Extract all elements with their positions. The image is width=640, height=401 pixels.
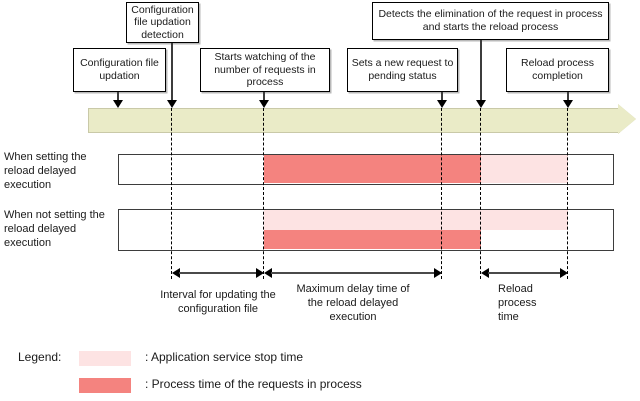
segment-stop-time-row2 — [263, 210, 568, 230]
segment-stop-time-row1 — [480, 155, 568, 184]
callout-label: Configuration file updation detection — [131, 3, 194, 41]
callout-starts-watching-requests: Starts watching of the number of request… — [200, 48, 330, 92]
timeline-band — [88, 108, 620, 133]
measure-line — [179, 272, 257, 274]
guide-line-reload-process-completion — [567, 103, 568, 279]
connector-arrowhead-sets-new-request-pending — [437, 100, 447, 108]
connector-stem-sets-new-request-pending — [441, 92, 443, 103]
legend-label-text: : Application service stop time — [145, 350, 304, 364]
callout-label: Starts watching of the number of request… — [214, 51, 316, 89]
callout-label: Detects the elimination of the request i… — [378, 8, 603, 33]
legend-label-text: : Process time of the requests in proces… — [145, 377, 362, 391]
callout-configuration-file-updation-detection: Configuration file updation detection — [126, 2, 199, 43]
row-label-text: When setting the reload delayed executio… — [4, 151, 87, 191]
measure-arrowhead-right — [560, 268, 568, 278]
callout-detects-elimination-starts-reload: Detects the elimination of the request i… — [372, 2, 609, 40]
connector-arrowhead-configuration-file-updation — [113, 100, 123, 108]
segment-process-time-row1 — [263, 155, 481, 184]
measure-arrowhead-left — [264, 268, 272, 278]
connector-stem-detects-elimination-starts-reload — [480, 40, 482, 103]
connector-stem-starts-watching-requests — [263, 92, 265, 103]
segment-process-time-row2 — [263, 229, 481, 250]
callout-label: Reload process completion — [521, 57, 594, 82]
connector-stem-configuration-file-updation-detection — [171, 43, 173, 103]
measure-arrowhead-left — [481, 268, 489, 278]
connector-stem-configuration-file-updation — [117, 92, 119, 103]
measure-arrowhead-right — [256, 268, 264, 278]
legend-label-application-service-stop-time: : Application service stop time — [145, 350, 303, 364]
measure-arrowhead-right — [434, 268, 442, 278]
measure-label-reload-process-time: Reload process time — [498, 282, 552, 324]
callout-label: Sets a new request to pending status — [351, 57, 454, 82]
callout-sets-new-request-pending: Sets a new request to pending status — [347, 48, 458, 92]
guide-line-detects-elimination-starts-reload — [480, 103, 481, 279]
legend-label-process-time-requests-in-process: : Process time of the requests in proces… — [145, 377, 362, 391]
bar-with-delayed-execution — [118, 154, 614, 185]
legend-title: Legend: — [18, 350, 61, 364]
measure-label-maximum-delay-time: Maximum delay time of the reload delayed… — [288, 282, 418, 324]
callout-configuration-file-updation: Configuration file updation — [73, 48, 166, 92]
measure-label-text: Maximum delay time of the reload delayed… — [296, 283, 410, 323]
callout-reload-process-completion: Reload process completion — [506, 48, 609, 92]
legend-title-text: Legend: — [18, 350, 62, 364]
measure-line — [271, 272, 435, 274]
measure-maximum-delay-time — [264, 268, 442, 279]
guide-line-sets-new-request-pending — [441, 103, 442, 279]
measure-arrowhead-left — [172, 268, 180, 278]
callout-label: Configuration file updation — [80, 57, 159, 82]
bar-without-delayed-execution — [118, 209, 614, 251]
timeline-arrowhead-icon — [618, 104, 636, 134]
measure-interval-updating-config — [172, 268, 264, 279]
measure-reload-process-time — [481, 268, 568, 279]
connector-arrowhead-reload-process-completion — [563, 100, 573, 108]
legend-swatch-process-time-requests-in-process — [79, 378, 131, 393]
connector-arrowhead-configuration-file-updation-detection — [167, 100, 177, 108]
row-label-with-delayed-execution: When setting the reload delayed executio… — [4, 150, 116, 192]
measure-label-text: Interval for updating the configuration … — [160, 289, 276, 315]
row-label-text: When not setting the reload delayed exec… — [4, 209, 105, 249]
measure-label-interval-updating-config: Interval for updating the configuration … — [150, 288, 286, 316]
measure-line — [488, 272, 561, 274]
legend-swatch-application-service-stop-time — [79, 351, 131, 366]
measure-label-text: Reload process time — [498, 283, 537, 323]
guide-line-configuration-file-updation-detection — [171, 103, 172, 279]
connector-stem-reload-process-completion — [567, 92, 569, 103]
guide-line-starts-watching-requests — [263, 103, 264, 279]
row-label-without-delayed-execution: When not setting the reload delayed exec… — [4, 208, 122, 250]
connector-arrowhead-detects-elimination-starts-reload — [476, 100, 486, 108]
connector-arrowhead-starts-watching-requests — [259, 100, 269, 108]
